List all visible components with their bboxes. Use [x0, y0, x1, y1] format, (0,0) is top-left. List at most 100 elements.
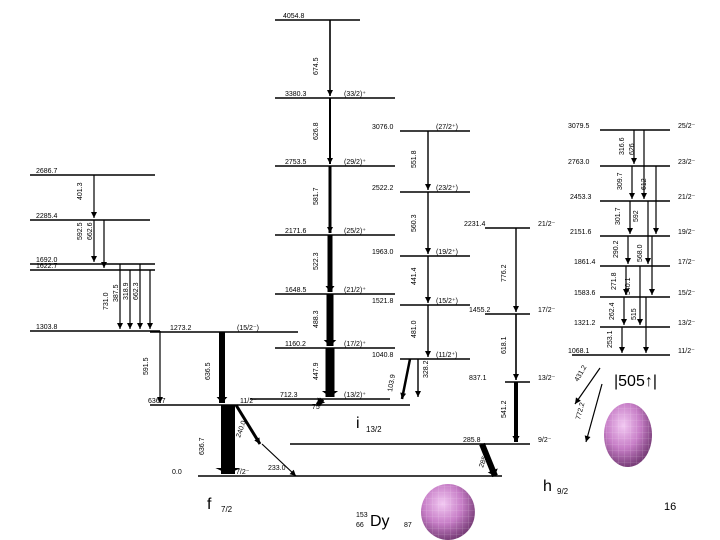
transition-head-t40	[653, 228, 659, 234]
transition-head-t42	[317, 397, 326, 405]
transition-energy-t36: 515	[631, 308, 638, 320]
transition-energy-t35: 316.6	[619, 137, 626, 155]
level-energy-i2171: 2171.6	[285, 228, 307, 235]
level-spin-j1040: (11/2⁺)	[436, 352, 457, 359]
transition-energy-t34: 309.7	[617, 172, 624, 190]
level-energy-j2522: 2522.2	[372, 185, 394, 192]
transition-energy-t6: 581.7	[313, 187, 320, 205]
level-energy-f1273: 1273.2	[170, 325, 192, 332]
transition-energy-t38: 568.0	[637, 244, 644, 262]
level-spin-j1521: (15/2⁺)	[436, 298, 458, 305]
transition-head-t5	[325, 286, 335, 292]
transition-head-t11	[425, 248, 431, 254]
level-spin-k2763: 23/2⁻	[678, 159, 696, 166]
transition-energy-t25: 662.6	[87, 222, 94, 240]
transition-energy-t23: 662.3	[133, 282, 140, 300]
level-energy-i4054: 4054.8	[283, 13, 305, 20]
transition-head-t13	[415, 391, 421, 397]
level-spin-k2151: 19/2⁻	[678, 229, 696, 236]
transition-head-t20	[117, 323, 123, 329]
transition-energy-t20: 731.0	[103, 292, 110, 310]
level-energy-k3079: 3079.5	[568, 123, 590, 130]
transition-energy-t4: 488.3	[313, 310, 320, 328]
level-spin-i1160: (17/2)⁺	[344, 341, 366, 348]
transition-head-t23	[147, 323, 153, 329]
level-spin-k1068: 11/2⁻	[678, 348, 695, 355]
level-spin-f1273: (15/2⁻)	[237, 325, 259, 332]
transition-energy-t26: 401.3	[77, 182, 84, 200]
level-spin-k1321: 13/2⁻	[678, 320, 696, 327]
level-energy-j1040: 1040.8	[372, 352, 394, 359]
transition-energy-t32: 290.2	[613, 240, 620, 258]
transition-energy-t14: 103.9	[387, 374, 397, 393]
transition-energy-t9: 481.0	[411, 320, 418, 338]
transition-energy-t21: 387.5	[113, 284, 120, 302]
transition-energy-t37: 540.1	[625, 277, 632, 295]
ellipsoid-bottom	[421, 484, 475, 540]
band-label-i-sub: 13/2	[366, 425, 382, 434]
level-energy-i3380: 3380.3	[285, 91, 307, 98]
transition-head-t26	[91, 212, 97, 218]
level-spin-h2231: 21/2⁻	[538, 221, 556, 228]
level-energy-h1455: 1455.2	[469, 307, 491, 314]
transition-energy-t7: 626.8	[313, 122, 320, 140]
transition-head-t14	[400, 392, 407, 399]
level-energy-k2453: 2453.3	[570, 194, 592, 201]
transition-energy-t22: 318.9	[123, 282, 130, 300]
ellipsoid-right	[604, 403, 652, 467]
level-spin-j3076: (27/2⁺)	[436, 124, 458, 131]
level-energy-i1648: 1648.5	[285, 287, 307, 294]
transition-t27	[574, 367, 601, 405]
level-energy-f1692: 1692.0	[36, 257, 58, 264]
transition-head-t27	[575, 397, 581, 404]
level-spin-k1861: 17/2⁻	[678, 259, 696, 266]
nilsson-label: |505↑|	[614, 373, 657, 390]
transition-energy-t43: 240.0	[235, 420, 248, 439]
transition-head-t30	[621, 319, 627, 325]
nucleus-charge: 66	[356, 522, 364, 529]
transition-energy-t33: 301.7	[615, 207, 622, 225]
level-spin-i712: (13/2)⁺	[344, 392, 366, 399]
level-energy-f0: 0.0	[172, 469, 182, 476]
level-lines	[30, 19, 670, 477]
level-spin-k3079: 25/2⁻	[678, 123, 696, 130]
band-label-i: i	[356, 415, 360, 432]
transition-energy-t2: 636.5	[205, 362, 212, 380]
level-energy-i712: 712.3	[280, 392, 298, 399]
transition-head-t18	[513, 306, 519, 312]
level-spin-k2453: 21/2⁻	[678, 194, 696, 201]
level-energy-k2763: 2763.0	[568, 159, 590, 166]
level-spin-j1963: (19/2⁺)	[436, 249, 458, 256]
slide-number: 16	[664, 501, 676, 513]
transition-head-t36	[643, 347, 649, 353]
transition-head-t12	[425, 184, 431, 190]
level-energy-j1521: 1521.8	[372, 298, 394, 305]
level-energy-k1068: 1068.1	[568, 348, 590, 355]
level-spin-k1583: 15/2⁻	[678, 290, 696, 297]
transition-head-t34	[629, 193, 635, 199]
transition-energy-t44: 233.0	[268, 465, 286, 472]
transition-head-t39	[645, 258, 651, 264]
transition-head-t9	[425, 351, 431, 357]
level-energy-h2231: 2231.4	[464, 221, 486, 228]
transition-energy-t31: 271.8	[611, 272, 618, 290]
transition-head-t6	[327, 227, 333, 233]
transition-energy-t11: 560.3	[411, 214, 418, 232]
transition-energy-t17: 618.1	[501, 336, 508, 354]
transition-energy-t40: 612	[641, 178, 648, 190]
transition-energy-t29: 253.1	[607, 330, 614, 348]
level-spin-j2522: (23/2⁺)	[436, 185, 458, 192]
transition-energy-t19: 591.5	[143, 357, 150, 375]
level-energy-f2285: 2285.4	[36, 213, 58, 220]
transition-energy-t18: 776.2	[501, 264, 508, 282]
transition-energy-t24: 592.5	[77, 222, 84, 240]
level-spin-f0: 7/2⁻	[236, 469, 250, 476]
transition-energy-t39: 592	[633, 210, 640, 222]
level-energy-k1861: 1861.4	[574, 259, 596, 266]
transition-head-t17	[513, 374, 519, 380]
band-label-h: h	[543, 478, 552, 495]
transition-t43	[234, 404, 262, 445]
transition-energy-t42: 75	[312, 404, 320, 411]
